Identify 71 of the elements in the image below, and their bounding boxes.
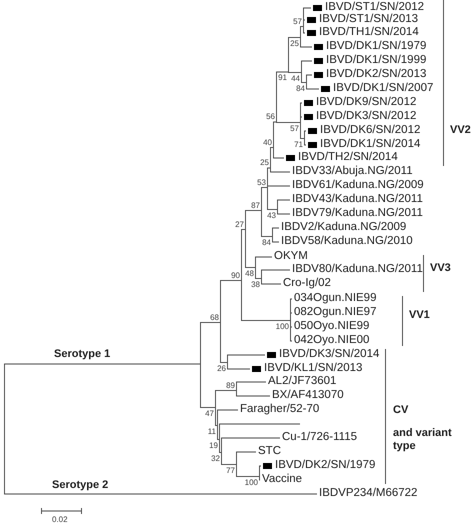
taxon-label: IBVD/DK9/SN/2012 (316, 96, 416, 109)
bootstrap-value: 27 (235, 220, 244, 228)
bootstrap-value: 84 (296, 84, 305, 92)
taxon-label: IBVD/TH2/SN/2014 (298, 151, 398, 164)
taxon-label: IBDV80/Kaduna.NG/2011 (292, 263, 423, 276)
bootstrap-value: 90 (231, 270, 240, 280)
taxon-label: IBDVP234/M66722 (319, 487, 418, 500)
clade-label: and variant type (393, 427, 453, 453)
taxon-label: IBDV33/Abuja.NG/2011 (292, 165, 413, 178)
bootstrap-value: 48 (245, 268, 254, 278)
serotype-label: Serotype 2 (52, 478, 108, 492)
serotype-label: Serotype 1 (54, 348, 110, 360)
bootstrap-value: 47 (205, 408, 214, 418)
bootstrap-value: 87 (251, 200, 260, 210)
clade-label: VV2 (450, 124, 471, 136)
taxon-label: IBDV61/Kaduna.NG/2009 (292, 179, 424, 192)
taxon-label: Cro-Ig/02 (283, 277, 331, 290)
taxon-label: IBVD/DK2/SN/2013 (326, 68, 426, 81)
bootstrap-value: 11 (208, 426, 216, 436)
taxon-label: IBVD/DK1/SN/1999 (326, 54, 426, 67)
bootstrap-value: 68 (210, 312, 219, 322)
taxon-label: IBVD/DK3/SN/2014 (279, 348, 380, 361)
bootstrap-value: 53 (257, 178, 266, 186)
bootstrap-value: 77 (226, 466, 235, 474)
bootstrap-value: 91 (278, 73, 287, 82)
taxon-label: BX/AF413070 (272, 389, 344, 402)
taxon-label: Faragher/52-70 (240, 403, 320, 416)
taxon-label: IBDV43/Kaduna.NG/2011 (292, 193, 423, 206)
bootstrap-value: 25 (260, 158, 269, 167)
taxon-label: IBVD/ST1/SN/2012 (325, 1, 424, 14)
taxon-label: 082Ogun.NIE97 (294, 306, 376, 319)
taxon-label: IBVD/ST1/SN/2013 (319, 13, 418, 26)
bootstrap-value: 38 (251, 280, 260, 288)
taxon-label: IBDV58/Kaduna.NG/2010 (281, 235, 413, 248)
taxon-label: 050Oyo.NIE99 (294, 320, 370, 333)
taxon-label: IBVD/KL1/SN/2013 (264, 362, 362, 375)
bootstrap-value: 26 (217, 364, 226, 372)
clade-label: CV (393, 404, 408, 416)
taxon-label: 034Ogun.NIE99 (294, 292, 376, 305)
clade-label: VV1 (409, 308, 430, 322)
clade-label: VV3 (430, 262, 451, 274)
scale-label: 0.02 (52, 514, 68, 524)
taxon-label: OKYM (274, 250, 308, 263)
taxon-label: Cu-1/726-1115 (282, 431, 358, 444)
bootstrap-value: 56 (266, 112, 275, 121)
bootstrap-value: 32 (211, 454, 220, 462)
taxon-label: IBVD/DK1/SN/2014 (320, 138, 420, 151)
taxon-label: STC (258, 445, 281, 458)
bootstrap-value: 44 (291, 74, 300, 82)
taxon-label: AL2/JF73601 (268, 375, 336, 388)
bootstrap-value: 100 (244, 478, 258, 486)
bootstrap-value: 40 (263, 138, 272, 146)
bootstrap-value: 57 (290, 124, 299, 132)
taxon-label: IBVD/TH1/SN/2014 (319, 26, 419, 39)
bootstrap-value: 19 (209, 440, 218, 450)
bootstrap-value: 84 (262, 238, 271, 246)
taxon-label: 042Oyo.NIE00 (294, 334, 370, 347)
taxon-label: IBVD/DK1/SN/2007 (333, 82, 434, 95)
bootstrap-value: 89 (226, 380, 235, 390)
taxon-label: IBDV2/Kaduna.NG/2009 (281, 221, 406, 234)
bootstrap-value: 100 (276, 322, 289, 330)
taxon-label: IBDV79/Kaduna.NG/2011 (292, 207, 423, 220)
taxon-label: IBVD/DK1/SN/1979 (326, 40, 426, 53)
taxon-label: IBVD/DK2/SN/1979 (275, 459, 376, 472)
bootstrap-value: 43 (267, 210, 276, 220)
taxon-label: IBVD/DK6/SN/2012 (320, 124, 420, 137)
bootstrap-value: 57 (293, 16, 302, 26)
bootstrap-value: 25 (290, 38, 299, 48)
taxon-label: IBVD/DK3/SN/2012 (316, 110, 416, 123)
bootstrap-value: 71 (294, 140, 303, 148)
taxon-label: Vaccine (262, 473, 302, 486)
